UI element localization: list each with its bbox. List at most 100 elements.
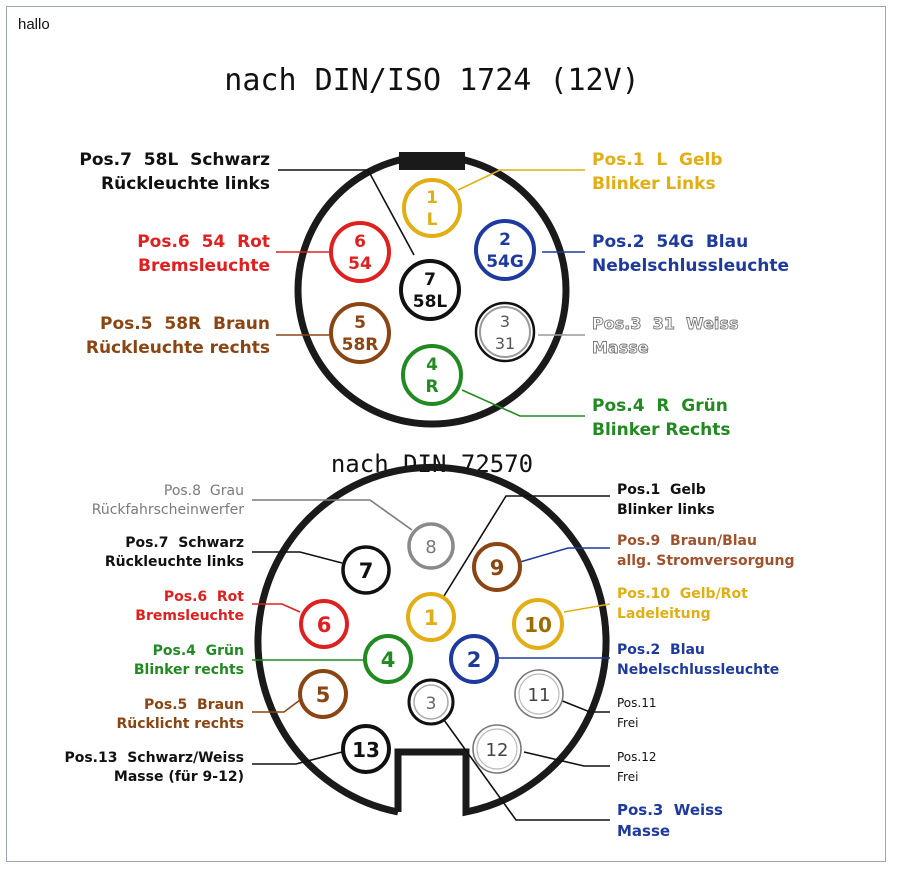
label-line1: Pos.9 Braun/Blau (617, 533, 757, 549)
pin-number: 9 (490, 556, 505, 580)
bottom-label-pos8: Pos.8 Grau Rückfahrscheinwerfer (92, 483, 245, 518)
pin-number: 1 (424, 606, 439, 630)
pin-ring (407, 522, 455, 570)
bottom-connector-outline (254, 463, 610, 817)
label-line2: Bremsleuchte (135, 608, 244, 624)
pin-number: 12 (486, 740, 509, 761)
label-line2: Rücklicht rechts (117, 716, 244, 732)
pin-ring-inner (479, 306, 531, 358)
pin-code: 31 (495, 334, 515, 353)
pin-ring-inner (518, 673, 560, 715)
top-leader-lines (276, 169, 585, 417)
top-label-pos2: Pos.2 54G Blau Nebelschlussleuchte (592, 232, 789, 276)
label-line1: Pos.8 Grau (164, 483, 244, 499)
pin-number: 3 (426, 694, 437, 714)
bottom-pin-12: 12 (472, 724, 522, 774)
pin-ring (514, 669, 564, 719)
pin-number: 4 (381, 648, 396, 672)
label-line2: Masse (617, 822, 670, 840)
pin-number: 1 (426, 188, 438, 208)
top-label-pos1: Pos.1 L Gelb Blinker Links (592, 150, 723, 194)
label-line2: Rückleuchte links (105, 554, 244, 570)
pin-number: 7 (359, 559, 374, 583)
pin-number: 2 (499, 230, 511, 250)
label-line1: Pos.1 Gelb (617, 482, 706, 498)
bottom-label-pos6: Pos.6 Rot Bremsleuchte (135, 589, 244, 624)
label-line1: Pos.2 54G Blau (592, 232, 748, 252)
label-line1: Pos.12 (617, 750, 657, 764)
bottom-pin-3: 3 (407, 678, 455, 726)
label-line1: Pos.13 Schwarz/Weiss (64, 750, 244, 766)
label-line2: Frei (617, 770, 638, 784)
pin-number: 7 (424, 270, 436, 290)
leader-line (523, 751, 610, 767)
pin-number: 6 (354, 232, 366, 252)
pin-ring (341, 545, 391, 595)
bottom-label-pos9: Pos.9 Braun/Blau allg. Stromversorgung (617, 533, 795, 569)
pin-ring (474, 219, 536, 281)
bottom-label-pos1: Pos.1 Gelb Blinker links (617, 482, 715, 518)
pin-ring-inner (413, 684, 449, 720)
label-line2: Masse (für 9-12) (114, 769, 244, 785)
leader-line (252, 699, 301, 713)
label-line1: Pos.10 Gelb/Rot (617, 586, 748, 602)
bottom-pin-8: 8 (407, 522, 455, 570)
top-label-pos4: Pos.4 R Grün Blinker Rechts (592, 396, 730, 440)
label-line2: Nebelschlussleuchte (617, 662, 779, 678)
bottom-label-pos10: Pos.10 Gelb/Rot Ladeleitung (617, 586, 748, 622)
pin-ring (474, 301, 536, 363)
label-line2: Masse (592, 338, 649, 357)
label-line1: Pos.11 (617, 696, 657, 710)
pin-code: 54 (348, 254, 372, 274)
pin-number: 3 (500, 312, 510, 331)
top-pin-4: 4 R (401, 344, 463, 406)
bottom-label-pos4: Pos.4 Grün Blinker rechts (134, 643, 244, 678)
bottom-leader-lines (252, 495, 611, 821)
label-line2: Blinker Links (592, 174, 716, 194)
bottom-pin-5: 5 (298, 669, 348, 719)
label-line1: Pos.3 Weiss (617, 801, 723, 819)
leader-line (443, 719, 610, 821)
pin-ring (512, 598, 564, 650)
top-pin-1: 1 L (402, 178, 462, 238)
bottom-label-pos11: Pos.11 Frei (617, 696, 657, 730)
top-label-pos7: Pos.7 58L Schwarz Rückleuchte links (79, 150, 270, 194)
pin-ring (329, 302, 391, 364)
bottom-pin-13: 13 (341, 724, 391, 774)
label-line2: Blinker Rechts (592, 420, 730, 440)
bottom-pin-6: 6 (299, 599, 349, 649)
pin-ring (401, 344, 463, 406)
leader-line (461, 389, 585, 417)
pin-ring (299, 599, 349, 649)
pin-ring (329, 221, 391, 283)
label-line1: Pos.7 58L Schwarz (79, 150, 270, 170)
label-line1: Pos.3 31 Weiss (592, 314, 738, 333)
pin-ring (472, 542, 522, 592)
label-line2: allg. Stromversorgung (617, 553, 795, 569)
label-line2: Ladeleitung (617, 606, 711, 622)
pin-number: 13 (352, 738, 380, 762)
pin-ring (399, 259, 461, 321)
pin-number: 11 (528, 685, 551, 706)
label-line1: Pos.6 Rot (164, 589, 244, 605)
bottom-label-pos7: Pos.7 Schwarz Rückleuchte links (105, 535, 244, 570)
pin-code: 58L (413, 292, 448, 312)
pin-ring (407, 678, 455, 726)
top-pin-3: 3 31 (474, 301, 536, 363)
label-line1: Pos.1 L Gelb (592, 150, 723, 170)
label-line2: Rückfahrscheinwerfer (92, 502, 245, 518)
label-line2: Blinker rechts (134, 662, 244, 678)
label-line2: Blinker links (617, 502, 715, 518)
label-line1: Pos.7 Schwarz (125, 535, 244, 551)
top-pin-5: 5 58R (329, 302, 391, 364)
label-line1: Pos.2 Blau (617, 642, 705, 658)
label-line1: Pos.5 58R Braun (100, 314, 270, 334)
pin-number: 10 (524, 613, 552, 637)
label-line2: Nebelschlussleuchte (592, 256, 789, 276)
bottom-pin-9: 9 (472, 542, 522, 592)
top-pin-2: 2 54G (474, 219, 536, 281)
leader-line (443, 495, 610, 597)
pin-number: 6 (317, 613, 332, 637)
bottom-pin-1: 1 (406, 592, 456, 642)
